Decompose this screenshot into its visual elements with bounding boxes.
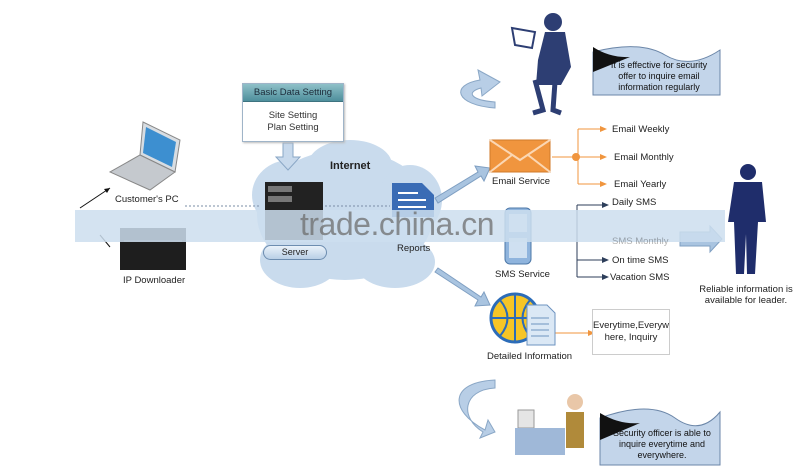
down-arrow xyxy=(274,142,302,171)
pc-arrow xyxy=(79,187,111,209)
callout-line: everywhere. xyxy=(637,450,687,460)
ip-downloader-label: IP Downloader xyxy=(123,275,186,286)
curved-arrow-top xyxy=(460,69,501,109)
sms-service-label: SMS Service xyxy=(495,269,550,280)
email-service-label: Email Service xyxy=(492,176,551,187)
callout-line: inquire everytime and xyxy=(618,439,706,449)
callout-line: offer to inquire email xyxy=(618,71,700,81)
inquiry-box-line: here, Inquiry xyxy=(604,332,658,343)
email-option: Email Weekly xyxy=(612,124,670,135)
watermark-band xyxy=(75,210,725,242)
leader-caption-line: Reliable information is xyxy=(699,284,793,295)
callout-bottom-text: Security officer is able to inquire ever… xyxy=(604,428,720,461)
basic-data-setting-box: Basic Data Setting Site Setting Plan Set… xyxy=(242,83,344,142)
reports-icon xyxy=(392,183,434,217)
email-envelope-icon xyxy=(489,139,551,173)
email-option: Email Yearly xyxy=(614,179,667,190)
curved-arrow-bottom xyxy=(458,379,496,439)
inquiry-box: Everytime,Everyw here, Inquiry xyxy=(592,309,670,355)
reports-label: Reports xyxy=(397,243,431,254)
arrow-to-detailed xyxy=(434,267,491,307)
sms-option: Daily SMS xyxy=(612,197,657,208)
callout-line: Security officer is able to xyxy=(613,428,711,438)
callout-line: It is effective for security xyxy=(610,60,708,70)
laptop-icon xyxy=(108,121,181,191)
businessman-figure xyxy=(728,164,766,274)
settings-header: Basic Data Setting xyxy=(243,84,343,102)
arrow-to-email xyxy=(434,165,491,204)
security-officer-figure xyxy=(515,394,584,455)
callout-line: information regularly xyxy=(618,82,700,92)
sms-option: Vacation SMS xyxy=(610,272,670,283)
watermark: trade.china.cn xyxy=(300,206,495,242)
globe-document-icon xyxy=(489,292,556,346)
plan-setting-label: Plan Setting xyxy=(267,122,319,133)
site-setting-label: Site Setting xyxy=(268,110,318,121)
woman-with-laptop-figure xyxy=(510,13,571,116)
server-label: Server xyxy=(263,245,327,260)
leader-caption-line: available for leader. xyxy=(704,295,788,306)
email-option: Email Monthly xyxy=(614,152,674,163)
inquiry-box-line: Everytime,Everyw xyxy=(593,320,670,331)
detailed-information-label: Detailed Information xyxy=(487,351,573,362)
callout-top-text: It is effective for security offer to in… xyxy=(600,60,718,93)
internet-title: Internet xyxy=(330,160,371,172)
customer-pc-label: Customer's PC xyxy=(115,194,179,205)
sms-option: SMS Monthly xyxy=(612,236,669,247)
sms-option: On time SMS xyxy=(612,255,669,266)
callout-bottom-shape xyxy=(599,408,721,466)
leader-caption: Reliable information is available for le… xyxy=(690,284,800,306)
